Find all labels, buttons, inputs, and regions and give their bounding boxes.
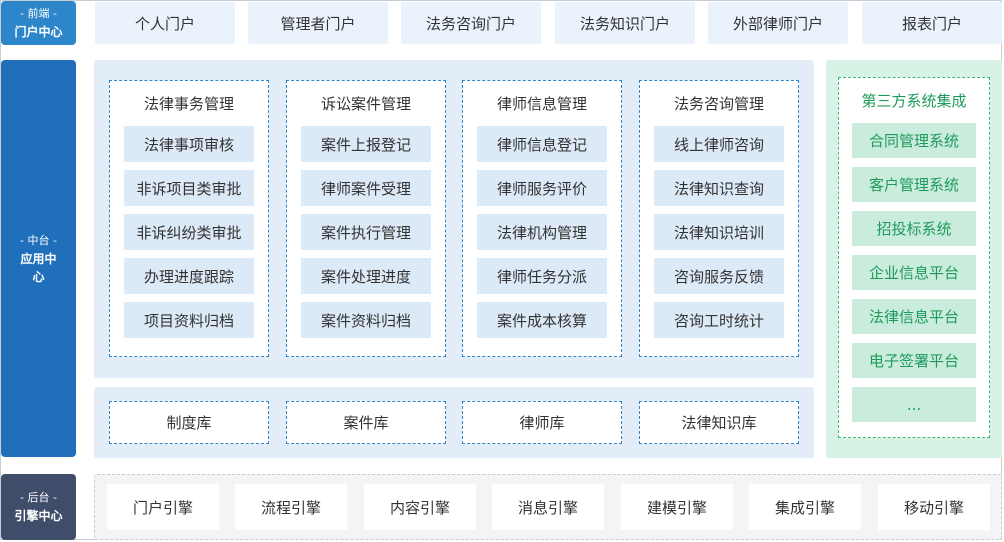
library-regulations: 制度库 bbox=[109, 401, 269, 444]
module-item: 案件资料归档 bbox=[301, 302, 431, 338]
module-item: 线上律师咨询 bbox=[654, 126, 784, 162]
module-item: 律师案件受理 bbox=[301, 170, 431, 206]
module-litigation: 诉讼案件管理 案件上报登记 律师案件受理 案件执行管理 案件处理进度 案件资料归… bbox=[286, 80, 446, 357]
module-item: 法律机构管理 bbox=[477, 214, 607, 250]
layer-label-front: - 前端 - 门户中心 bbox=[1, 1, 76, 45]
module-item: 非诉项目类审批 bbox=[124, 170, 254, 206]
third-party-item: 企业信息平台 bbox=[852, 255, 976, 290]
portal-legal-consulting: 法务咨询门户 bbox=[401, 2, 541, 44]
portal-personal: 个人门户 bbox=[95, 2, 235, 44]
third-party-item: 招投标系统 bbox=[852, 211, 976, 246]
module-item: 案件上报登记 bbox=[301, 126, 431, 162]
module-item: 律师服务评价 bbox=[477, 170, 607, 206]
module-title: 律师信息管理 bbox=[496, 95, 587, 113]
layer-label-middle: - 中台 - 应用中心 bbox=[1, 60, 76, 457]
layer-front-sub: - 前端 - bbox=[20, 7, 57, 20]
module-legal-consulting: 法务咨询管理 线上律师咨询 法律知识查询 法律知识培训 咨询服务反馈 咨询工时统… bbox=[639, 80, 799, 357]
portal-external-lawyer: 外部律师门户 bbox=[708, 2, 848, 44]
module-item: 案件执行管理 bbox=[301, 214, 431, 250]
library-cases: 案件库 bbox=[286, 401, 446, 444]
module-title: 诉讼案件管理 bbox=[320, 95, 411, 113]
module-item: 案件成本核算 bbox=[477, 302, 607, 338]
portal-legal-knowledge: 法务知识门户 bbox=[555, 2, 695, 44]
portal-manager: 管理者门户 bbox=[248, 2, 388, 44]
layer-back-sub: - 后台 - bbox=[20, 491, 57, 504]
engine-content: 内容引擎 bbox=[364, 484, 476, 530]
engine-integration: 集成引擎 bbox=[749, 484, 861, 530]
engine-message: 消息引擎 bbox=[492, 484, 604, 530]
library-legal-knowledge: 法律知识库 bbox=[639, 401, 799, 444]
module-title: 法律事务管理 bbox=[143, 95, 234, 113]
module-item: 非诉纠纷类审批 bbox=[124, 214, 254, 250]
module-item: 案件处理进度 bbox=[301, 258, 431, 294]
third-party-item: 客户管理系统 bbox=[852, 167, 976, 202]
module-item: 咨询服务反馈 bbox=[654, 258, 784, 294]
layer-back-main: 引擎中心 bbox=[14, 509, 63, 523]
module-legal-affairs: 法律事务管理 法律事项审核 非诉项目类审批 非诉纠纷类审批 办理进度跟踪 项目资… bbox=[109, 80, 269, 357]
portal-report: 报表门户 bbox=[862, 2, 1002, 44]
third-party-item: 电子签署平台 bbox=[852, 343, 976, 378]
third-party-item: 合同管理系统 bbox=[852, 123, 976, 158]
engine-mobile: 移动引擎 bbox=[878, 484, 990, 530]
third-party-item-more: ... bbox=[852, 387, 976, 422]
module-lawyer-info: 律师信息管理 律师信息登记 律师服务评价 法律机构管理 律师任务分派 案件成本核… bbox=[462, 80, 622, 357]
module-item: 项目资料归档 bbox=[124, 302, 254, 338]
engine-modeling: 建模引擎 bbox=[621, 484, 733, 530]
library-lawyers: 律师库 bbox=[462, 401, 622, 444]
third-party-title: 第三方系统集成 bbox=[861, 92, 967, 110]
module-item: 律师信息登记 bbox=[477, 126, 607, 162]
module-title: 法务咨询管理 bbox=[673, 95, 764, 113]
third-party-item: 法律信息平台 bbox=[852, 299, 976, 334]
third-party-box: 第三方系统集成 合同管理系统 客户管理系统 招投标系统 企业信息平台 法律信息平… bbox=[838, 77, 990, 438]
module-item: 咨询工时统计 bbox=[654, 302, 784, 338]
layer-label-back: - 后台 - 引擎中心 bbox=[1, 474, 76, 540]
module-item: 法律知识培训 bbox=[654, 214, 784, 250]
layer-front-main: 门户中心 bbox=[14, 25, 63, 39]
engine-portal: 门户引擎 bbox=[107, 484, 219, 530]
module-item: 律师任务分派 bbox=[477, 258, 607, 294]
module-item: 法律知识查询 bbox=[654, 170, 784, 206]
layer-middle-main: 应用中心 bbox=[20, 251, 57, 284]
module-item: 法律事项审核 bbox=[124, 126, 254, 162]
engine-workflow: 流程引擎 bbox=[235, 484, 347, 530]
module-item: 办理进度跟踪 bbox=[124, 258, 254, 294]
layer-middle-sub: - 中台 - bbox=[20, 233, 57, 247]
